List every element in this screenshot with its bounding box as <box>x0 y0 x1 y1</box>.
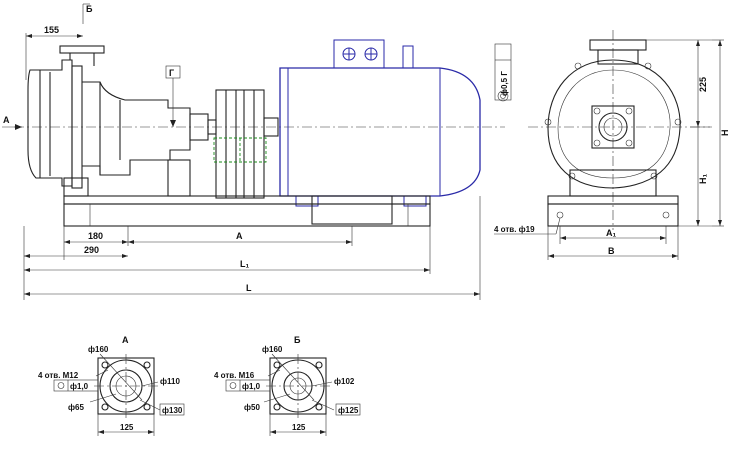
flange-b-d160: ф160 <box>262 345 283 354</box>
flange-a-tol: ф1,0 <box>70 382 89 391</box>
flange-b-d125: ф125 <box>338 406 359 415</box>
end-view <box>494 30 724 260</box>
holes-19: 4 отв. ф19 <box>494 225 535 234</box>
flange-a-sq125: 125 <box>120 423 134 432</box>
flange-a-holes: 4 отв. М12 <box>38 371 79 380</box>
flange-a-d65: ф65 <box>68 403 84 412</box>
flange-view-b <box>225 353 361 436</box>
dim-h1: H₁ <box>698 174 708 184</box>
section-b-arrow-label: Б <box>86 4 93 14</box>
tolerance-text: ф0,5 Г <box>500 71 509 96</box>
dim-h: H <box>720 130 730 137</box>
dim-155: 155 <box>44 25 59 35</box>
mark-g: Г <box>169 68 174 78</box>
dim-290: 290 <box>84 245 99 255</box>
dim-l1: L₁ <box>240 259 249 269</box>
flange-a-d160: ф160 <box>88 345 109 354</box>
flange-a-d110: ф110 <box>160 377 180 386</box>
coupling <box>213 89 279 199</box>
flange-view-a <box>53 353 185 436</box>
view-b-title: Б <box>294 335 301 345</box>
tolerance-frame: ф0,5 Г <box>494 43 512 102</box>
dim-a: A <box>236 231 243 241</box>
baseplate <box>63 195 431 227</box>
dim-225: 225 <box>698 77 708 92</box>
pump-casing <box>27 45 217 197</box>
flange-b-sq125: 125 <box>292 423 306 432</box>
length-dimensions <box>23 196 481 300</box>
dim-180: 180 <box>88 231 103 241</box>
dim-b: B <box>608 246 615 256</box>
flange-a-d130: ф130 <box>162 406 183 415</box>
flange-b-holes: 4 отв. М16 <box>214 371 255 380</box>
flange-b-tol: ф1,0 <box>242 382 261 391</box>
section-a-arrow-label: А <box>3 115 10 125</box>
view-a-title: А <box>122 335 129 345</box>
dim-l: L <box>246 283 252 293</box>
flange-b-d102: ф102 <box>334 377 355 386</box>
electric-motor <box>279 39 481 207</box>
flange-b-d50: ф50 <box>244 403 260 412</box>
dim-a1: A₁ <box>606 228 616 238</box>
